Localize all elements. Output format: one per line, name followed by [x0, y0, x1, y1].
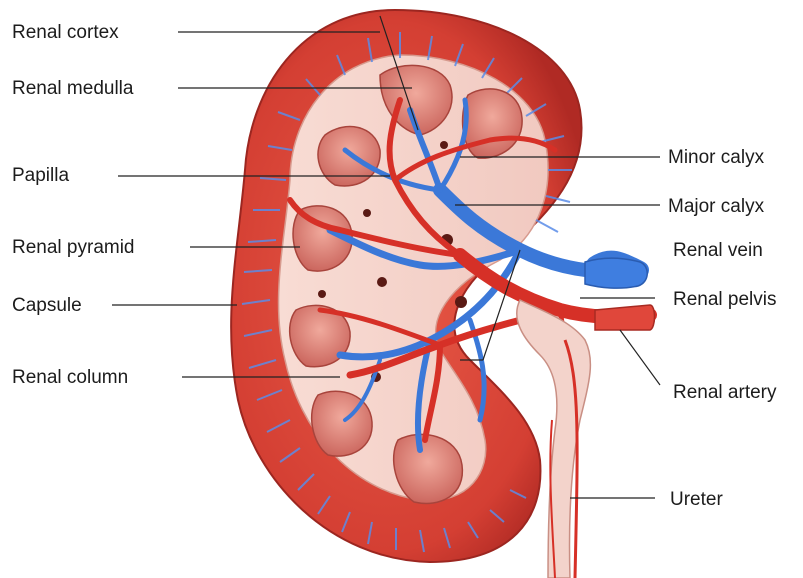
label-minor-calyx: Minor calyx [668, 147, 765, 168]
label-renal-vein: Renal vein [673, 240, 763, 261]
label-renal-medulla: Renal medulla [12, 78, 134, 99]
label-renal-pelvis: Renal pelvis [673, 289, 777, 310]
label-ureter: Ureter [670, 489, 723, 510]
label-renal-artery: Renal artery [673, 382, 777, 403]
label-papilla: Papilla [12, 165, 69, 186]
label-renal-cortex: Renal cortex [12, 22, 119, 43]
label-renal-pyramid: Renal pyramid [12, 237, 135, 258]
renal-artery-stub [595, 305, 655, 330]
renal-vein-stub [585, 258, 647, 288]
label-renal-column: Renal column [12, 367, 128, 388]
label-major-calyx: Major calyx [668, 196, 765, 217]
label-capsule: Capsule [12, 295, 82, 316]
